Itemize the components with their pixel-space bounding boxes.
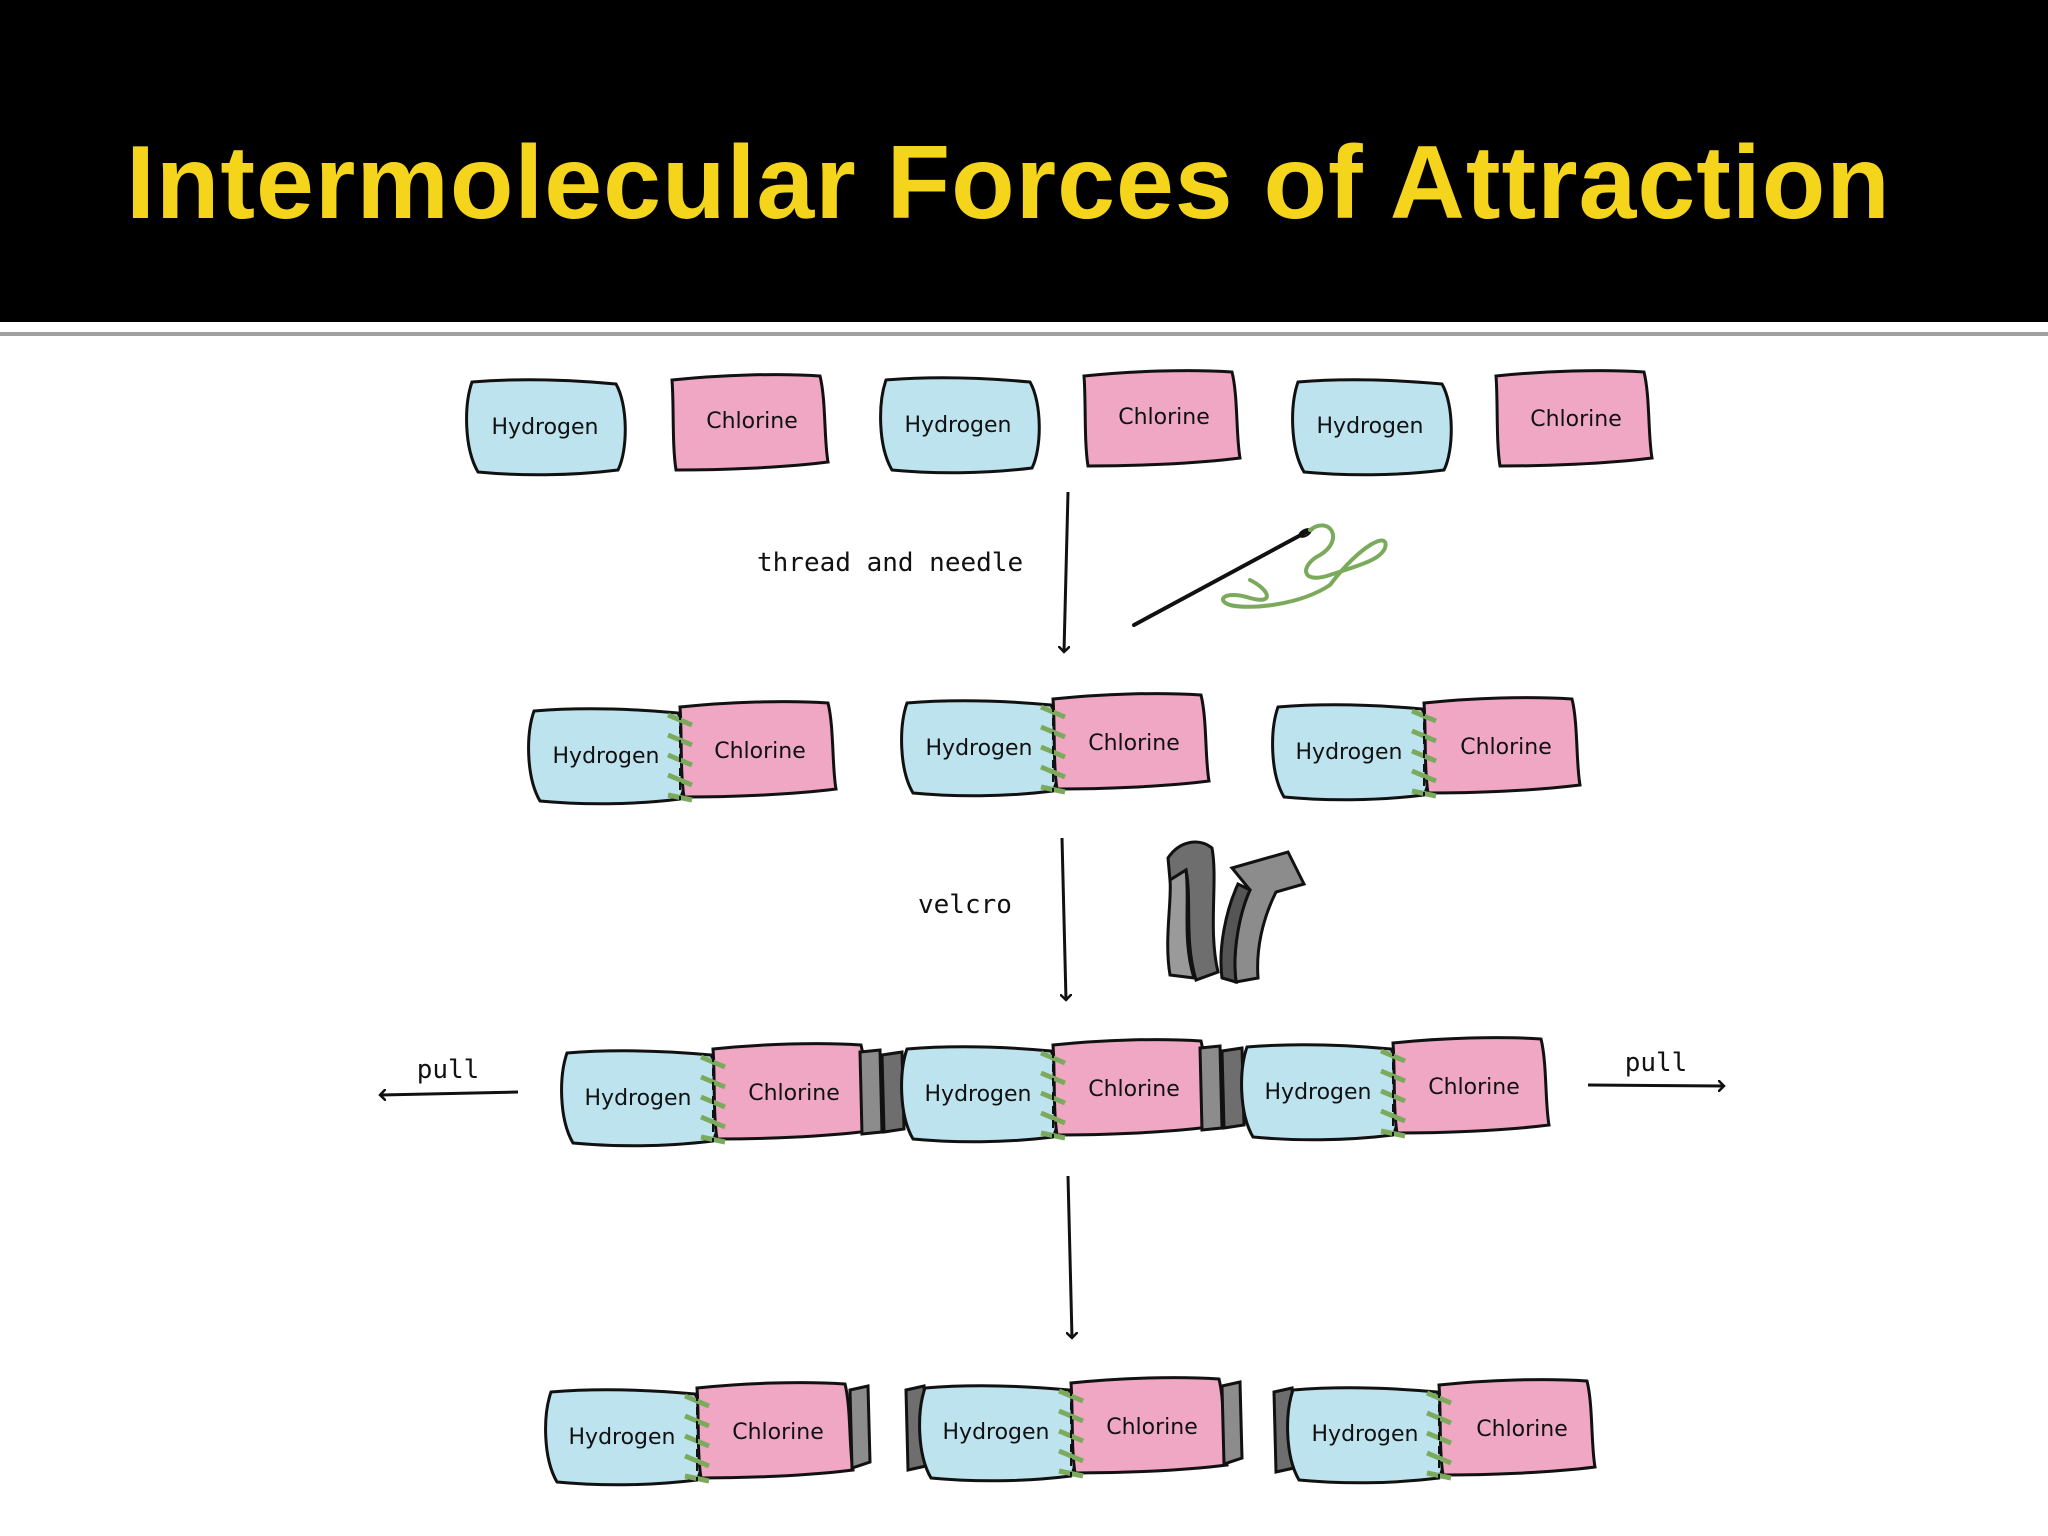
hydrogen-label: Hydrogen	[926, 736, 1033, 761]
hydrogen-label: Hydrogen	[1312, 1422, 1419, 1447]
thread-stitch-icon	[1426, 1390, 1452, 1481]
thread-stitch-icon	[1411, 708, 1437, 799]
hydrogen-label: Hydrogen	[943, 1420, 1050, 1445]
hcl-molecule: Hydrogen Chlorine	[527, 700, 838, 806]
velcro-strip	[858, 1048, 906, 1136]
velcro-strip	[1198, 1044, 1246, 1132]
chlorine-label: Chlorine	[1088, 1077, 1180, 1102]
row-pulled-chain: pull pull Hydrogen Chlorine Hydrogen Chl…	[380, 1036, 1724, 1148]
hydrogen-label: Hydrogen	[492, 415, 599, 440]
header-rule	[0, 322, 2048, 332]
hydrogen-block	[465, 378, 627, 477]
pull-label-right: pull	[1625, 1048, 1688, 1078]
needle-icon	[1132, 523, 1388, 627]
row-separated-molecules: Hydrogen Chlorine Hydrogen Chlorine	[544, 1376, 1597, 1487]
pull-label-left: pull	[417, 1055, 480, 1085]
hcl-molecule: Hydrogen Chlorine	[900, 692, 1211, 798]
arrow-right-icon	[1587, 1085, 1724, 1086]
hydrogen-atom: Hydrogen	[1291, 378, 1453, 477]
hcl-molecule: Hydrogen Chlorine	[900, 1038, 1211, 1144]
thread-stitch-icon	[1040, 1050, 1066, 1141]
hydrogen-label: Hydrogen	[1317, 414, 1424, 439]
chlorine-label: Chlorine	[732, 1420, 824, 1445]
chlorine-atom: Chlorine	[1494, 369, 1654, 468]
hydrogen-label: Hydrogen	[585, 1086, 692, 1111]
arrow-down-icon	[1062, 837, 1066, 1000]
arrow-down-icon	[1068, 1175, 1072, 1338]
chlorine-label: Chlorine	[706, 409, 798, 434]
row-separate-atoms: Hydrogen Chlorine Hydrogen Chlorine Hydr…	[465, 369, 1654, 477]
chlorine-label: Chlorine	[1088, 731, 1180, 756]
chlorine-label: Chlorine	[1428, 1075, 1520, 1100]
thread-stitch-icon	[1380, 1048, 1406, 1139]
hcl-molecule: Hydrogen Chlorine	[560, 1042, 871, 1148]
row-bonded-molecules: Hydrogen Chlorine Hydrogen Chlorine Hydr…	[527, 692, 1582, 806]
velcro-strip	[848, 1384, 872, 1471]
chlorine-label: Chlorine	[748, 1081, 840, 1106]
chlorine-block	[1494, 369, 1654, 468]
hcl-molecule: Hydrogen Chlorine	[1240, 1036, 1551, 1142]
title-bar: Intermolecular Forces of Attraction	[0, 0, 2048, 322]
slide-title: Intermolecular Forces of Attraction	[126, 125, 1891, 241]
arrow-left-icon	[380, 1092, 519, 1095]
hydrogen-block	[1291, 378, 1453, 477]
hydrogen-atom: Hydrogen	[465, 378, 627, 477]
hcl-molecule: Hydrogen Chlorine	[904, 1376, 1244, 1483]
chlorine-atom: Chlorine	[1082, 369, 1242, 468]
hydrogen-atom: Hydrogen	[879, 376, 1041, 475]
arrow-down-icon	[1064, 491, 1068, 652]
hydrogen-label: Hydrogen	[1265, 1080, 1372, 1105]
hydrogen-label: Hydrogen	[1296, 740, 1403, 765]
hcl-molecule: Hydrogen Chlorine	[1272, 1378, 1597, 1485]
hydrogen-block	[879, 376, 1041, 475]
chlorine-label: Chlorine	[1460, 735, 1552, 760]
chlorine-label: Chlorine	[1476, 1417, 1568, 1442]
chlorine-block	[1082, 369, 1242, 468]
thread-stitch-icon	[667, 712, 693, 803]
thread-stitch-icon	[684, 1393, 710, 1484]
chlorine-atom: Chlorine	[670, 373, 830, 472]
chlorine-label: Chlorine	[1118, 405, 1210, 430]
velcro-icon	[1166, 840, 1307, 985]
chlorine-label: Chlorine	[1106, 1415, 1198, 1440]
hydrogen-label: Hydrogen	[925, 1082, 1032, 1107]
step-label-bond: thread and needle	[757, 548, 1023, 578]
thread-stitch-icon	[1058, 1388, 1084, 1479]
hydrogen-label: Hydrogen	[553, 744, 660, 769]
chlorine-label: Chlorine	[1530, 407, 1622, 432]
hydrogen-label: Hydrogen	[905, 413, 1012, 438]
hydrogen-label: Hydrogen	[569, 1425, 676, 1450]
header-rule-line	[0, 332, 2048, 336]
thread-stitch-icon	[700, 1054, 726, 1145]
chlorine-label: Chlorine	[714, 739, 806, 764]
step-label-attract: velcro	[918, 890, 1012, 920]
chlorine-block	[670, 373, 830, 472]
hcl-molecule: Hydrogen Chlorine	[544, 1381, 872, 1487]
hcl-molecule: Hydrogen Chlorine	[1271, 696, 1582, 802]
thread-stitch-icon	[1040, 704, 1066, 795]
velcro-strip	[1220, 1380, 1244, 1467]
